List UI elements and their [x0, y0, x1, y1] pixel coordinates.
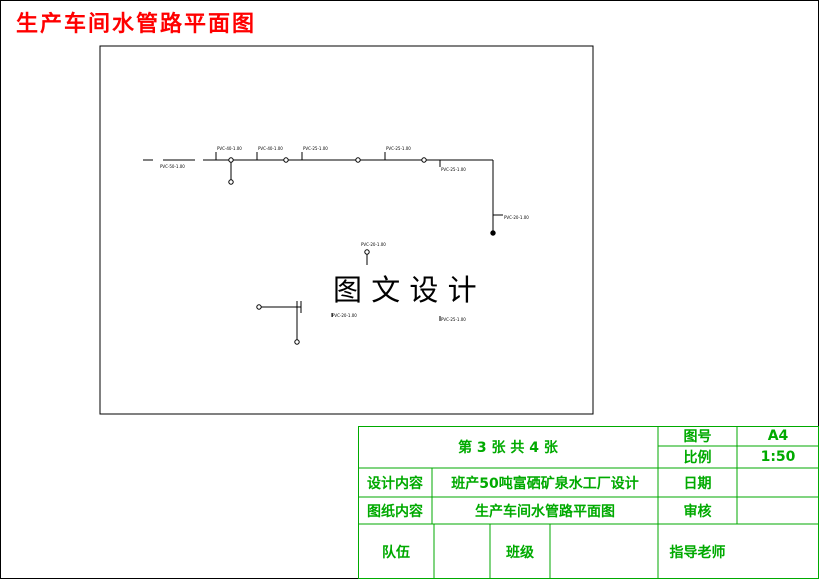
pipe-label: PVC-40-1.00 — [217, 146, 242, 151]
design-content-label: 设计内容 — [367, 475, 423, 492]
valve-symbol — [228, 179, 234, 185]
scale-label: 比例 — [683, 450, 712, 466]
valve-symbol — [283, 157, 289, 163]
advisor-label: 指导老师 — [669, 544, 726, 561]
date-label: 日期 — [683, 475, 712, 492]
scale-value: 1:50 — [760, 449, 796, 465]
valve-symbol — [294, 339, 300, 345]
drawing-no-value: A4 — [767, 428, 789, 444]
design-content-value: 班产50吨富硒矿泉水工厂设计 — [451, 475, 639, 492]
valve-symbol — [228, 157, 234, 163]
pipe-label: PVC-25-1.00 — [303, 146, 328, 151]
pipe-label: PVC-25-1.00 — [386, 146, 411, 151]
pipe-label: PVC-20-1.00 — [504, 215, 529, 220]
pipe-label: PVC-20-1.00 — [361, 242, 386, 247]
watermark-text: 图 文 设 计 — [333, 273, 477, 307]
title-block: 第 3 张 共 4 张 图号 A4 比例 1:50 设计内容 班产50吨富硒矿泉… — [358, 426, 819, 579]
class-label: 班级 — [506, 544, 534, 561]
drawing-content-label: 图纸内容 — [367, 503, 423, 520]
drawing-no-label: 图号 — [683, 429, 712, 445]
review-label: 审核 — [683, 503, 712, 520]
pipe-label: PVC-40-1.00 — [258, 146, 283, 151]
pipe-label: PVC-50-1.00 — [160, 164, 185, 169]
drawing-content-value: 生产车间水管路平面图 — [475, 503, 615, 520]
pipe-label: PVC-20-1.00 — [332, 313, 357, 318]
valve-symbol — [256, 304, 262, 310]
pipe-label: PVC-25-1.00 — [441, 167, 466, 172]
valve-symbol — [364, 249, 370, 255]
valve-symbol — [355, 157, 361, 163]
valve-symbol — [421, 157, 427, 163]
page-title: 生产车间水管路平面图 — [16, 11, 257, 37]
sheet-info: 第 3 张 共 4 张 — [458, 440, 558, 456]
drawing-border — [99, 45, 594, 415]
pipe-label: PVC-25-1.00 — [441, 317, 466, 322]
valve-symbol — [490, 230, 496, 236]
team-label: 队伍 — [382, 544, 410, 561]
